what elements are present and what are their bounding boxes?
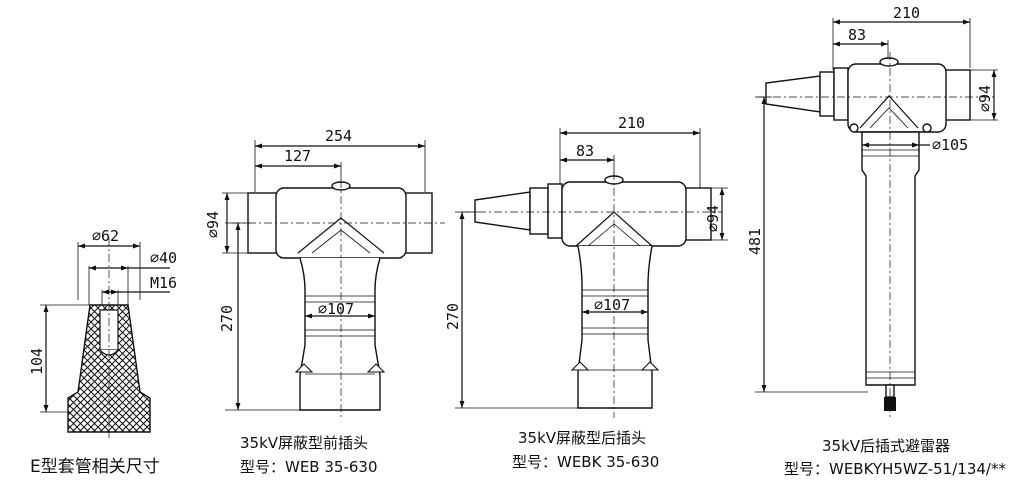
dim-m16: M16 xyxy=(150,274,177,292)
dim-270: 270 xyxy=(444,303,462,330)
caption-web-2: 型号：WEB 35-630 xyxy=(240,458,378,476)
dim-210: 210 xyxy=(618,114,645,132)
dim-104: 104 xyxy=(28,348,46,375)
e-bushing-figure: 104 ⌀62 ⌀40 M16 E型套管相关尺寸 xyxy=(28,227,177,477)
web-plug-figure: 254 127 ⌀94 270 xyxy=(204,127,445,476)
caption-webk-1: 35kV屏蔽型后插头 xyxy=(518,429,646,447)
dim-270: 270 xyxy=(218,305,236,332)
dim-d105: ⌀105 xyxy=(932,136,968,154)
dim-d94: ⌀94 xyxy=(204,211,222,238)
caption-web-1: 35kV屏蔽型前插头 xyxy=(240,434,368,452)
dim-d94: ⌀94 xyxy=(704,205,722,232)
webk-plug-figure: 210 83 ⌀94 270 ⌀107 xyxy=(444,114,728,471)
dim-d62: ⌀62 xyxy=(92,227,119,245)
dim-127: 127 xyxy=(284,147,311,165)
dim-d94: ⌀94 xyxy=(976,85,994,112)
arrester-figure: 210 83 ⌀94 ⌀105 xyxy=(746,4,1006,478)
dim-d40: ⌀40 xyxy=(150,249,177,267)
dim-210: 210 xyxy=(893,4,920,22)
dim-d107: ⌀107 xyxy=(318,300,354,318)
caption-webk-2: 型号：WEBK 35-630 xyxy=(512,453,659,471)
dim-d107: ⌀107 xyxy=(594,296,630,314)
caption-e-bushing: E型套管相关尺寸 xyxy=(30,457,160,477)
dim-254: 254 xyxy=(325,127,352,145)
caption-arrester-2: 型号：WEBKYH5WZ-51/134/** xyxy=(784,460,1006,478)
caption-arrester-1: 35kV后插式避雷器 xyxy=(822,437,950,455)
dim-83: 83 xyxy=(576,142,594,160)
dim-481: 481 xyxy=(746,228,764,255)
dim-83: 83 xyxy=(848,26,866,44)
